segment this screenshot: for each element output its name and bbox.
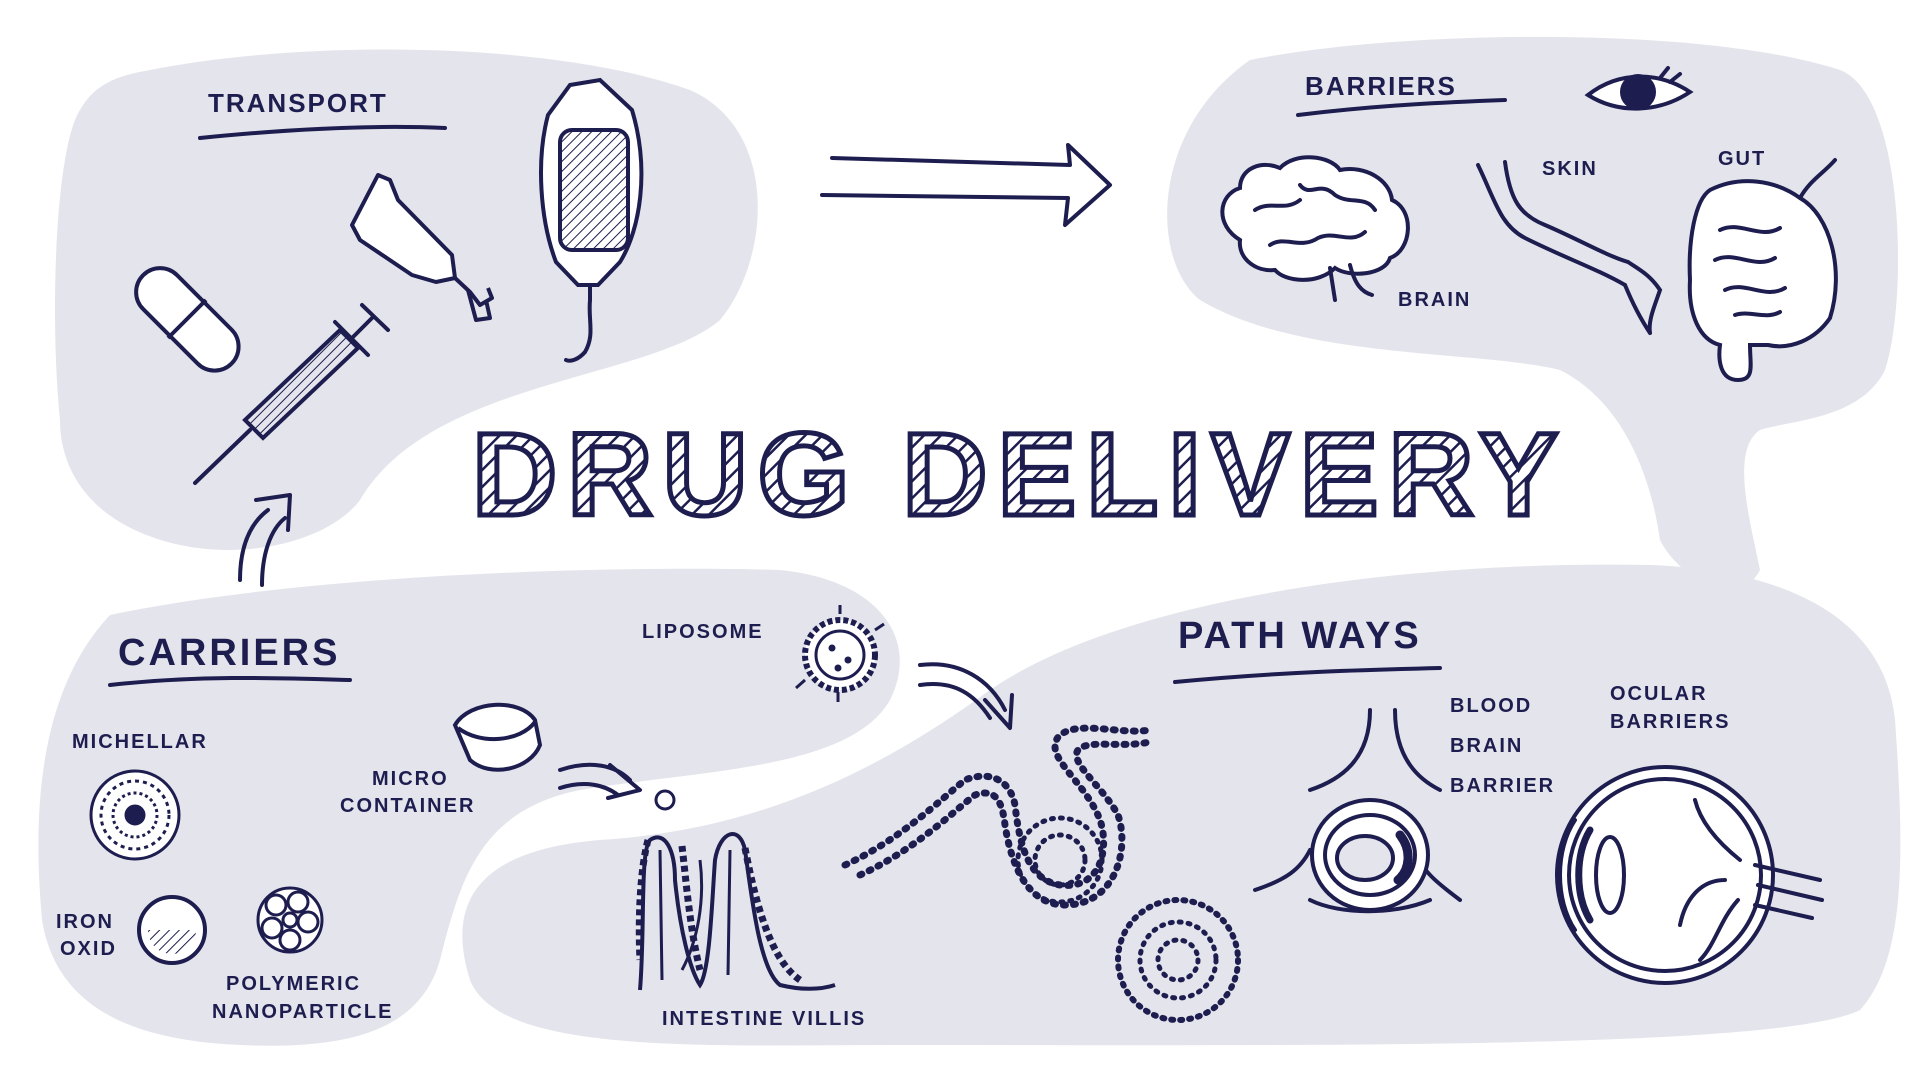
transport-heading: TRANSPORT <box>208 88 388 118</box>
micro-label: MICRO <box>372 768 449 790</box>
container-label: CONTAINER <box>340 795 475 817</box>
dna-strand-icon <box>841 724 1241 1023</box>
liposome-label: LIPOSOME <box>642 621 764 643</box>
micro-container-icon <box>452 702 543 772</box>
polymeric-nanoparticle-icon <box>256 886 324 954</box>
blood-label: BLOOD <box>1450 695 1532 717</box>
barriers-underline <box>1296 98 1507 117</box>
carriers-to-transport-arrow <box>238 493 292 587</box>
iron-oxid-icon <box>137 895 207 965</box>
blood-brain-barrier-icon <box>1253 708 1462 914</box>
arm-skin-icon <box>1476 160 1663 335</box>
pathways-section: PATH WAYS INTESTINE VILLIS <box>635 615 1824 1030</box>
michellar-label: MICHELLAR <box>72 731 208 753</box>
iron-label: IRON <box>56 911 114 933</box>
liposome-arrow <box>918 662 1014 730</box>
ocular-label: OCULAR <box>1610 683 1708 705</box>
eye-icon <box>1584 66 1694 111</box>
transport-to-barriers-arrow <box>820 143 1112 227</box>
carriers-heading: CARRIERS <box>118 632 340 674</box>
pathways-blob <box>462 564 1901 1046</box>
gut-icon <box>1687 158 1838 383</box>
main-title: DRUG DELIVERY <box>472 409 1568 541</box>
ocular-barriers-label: BARRIERS <box>1610 711 1730 733</box>
ointment-tube-icon <box>350 173 494 322</box>
oxid-label: OXID <box>60 938 117 960</box>
brain-icon <box>1220 155 1410 302</box>
brain-label: BRAIN <box>1398 289 1471 311</box>
pathways-heading: PATH WAYS <box>1178 615 1422 657</box>
intestine-villis-label: INTESTINE VILLIS <box>662 1008 866 1030</box>
michellar-icon <box>89 769 181 861</box>
carriers-section: CARRIERS MICHELLAR IRON OXID POLYMERIC N… <box>56 605 885 1023</box>
carriers-blob <box>38 568 900 1046</box>
gut-label: GUT <box>1718 148 1766 170</box>
pill-icon <box>134 266 241 373</box>
brain-pathway-label: BRAIN <box>1450 735 1523 757</box>
transport-section: TRANSPORT <box>134 77 644 485</box>
syringe-icon <box>193 303 390 485</box>
liposome-icon <box>795 605 885 702</box>
barriers-section: BARRIERS BRAIN SKIN GUT <box>1220 66 1838 383</box>
eyeball-icon <box>1555 765 1824 985</box>
micro-container-arrow <box>558 762 642 800</box>
skin-label: SKIN <box>1542 158 1598 180</box>
polymeric-label: POLYMERIC <box>226 973 361 995</box>
iv-bag-icon <box>539 77 644 363</box>
carriers-underline <box>108 675 352 687</box>
barriers-heading: BARRIERS <box>1305 71 1457 101</box>
pathways-underline <box>1173 666 1442 684</box>
transport-underline <box>198 124 447 140</box>
intestine-villis-icon <box>635 789 836 991</box>
arrows <box>238 143 1112 800</box>
barrier-label: BARRIER <box>1450 775 1555 797</box>
nanoparticle-label: NANOPARTICLE <box>212 1001 393 1023</box>
